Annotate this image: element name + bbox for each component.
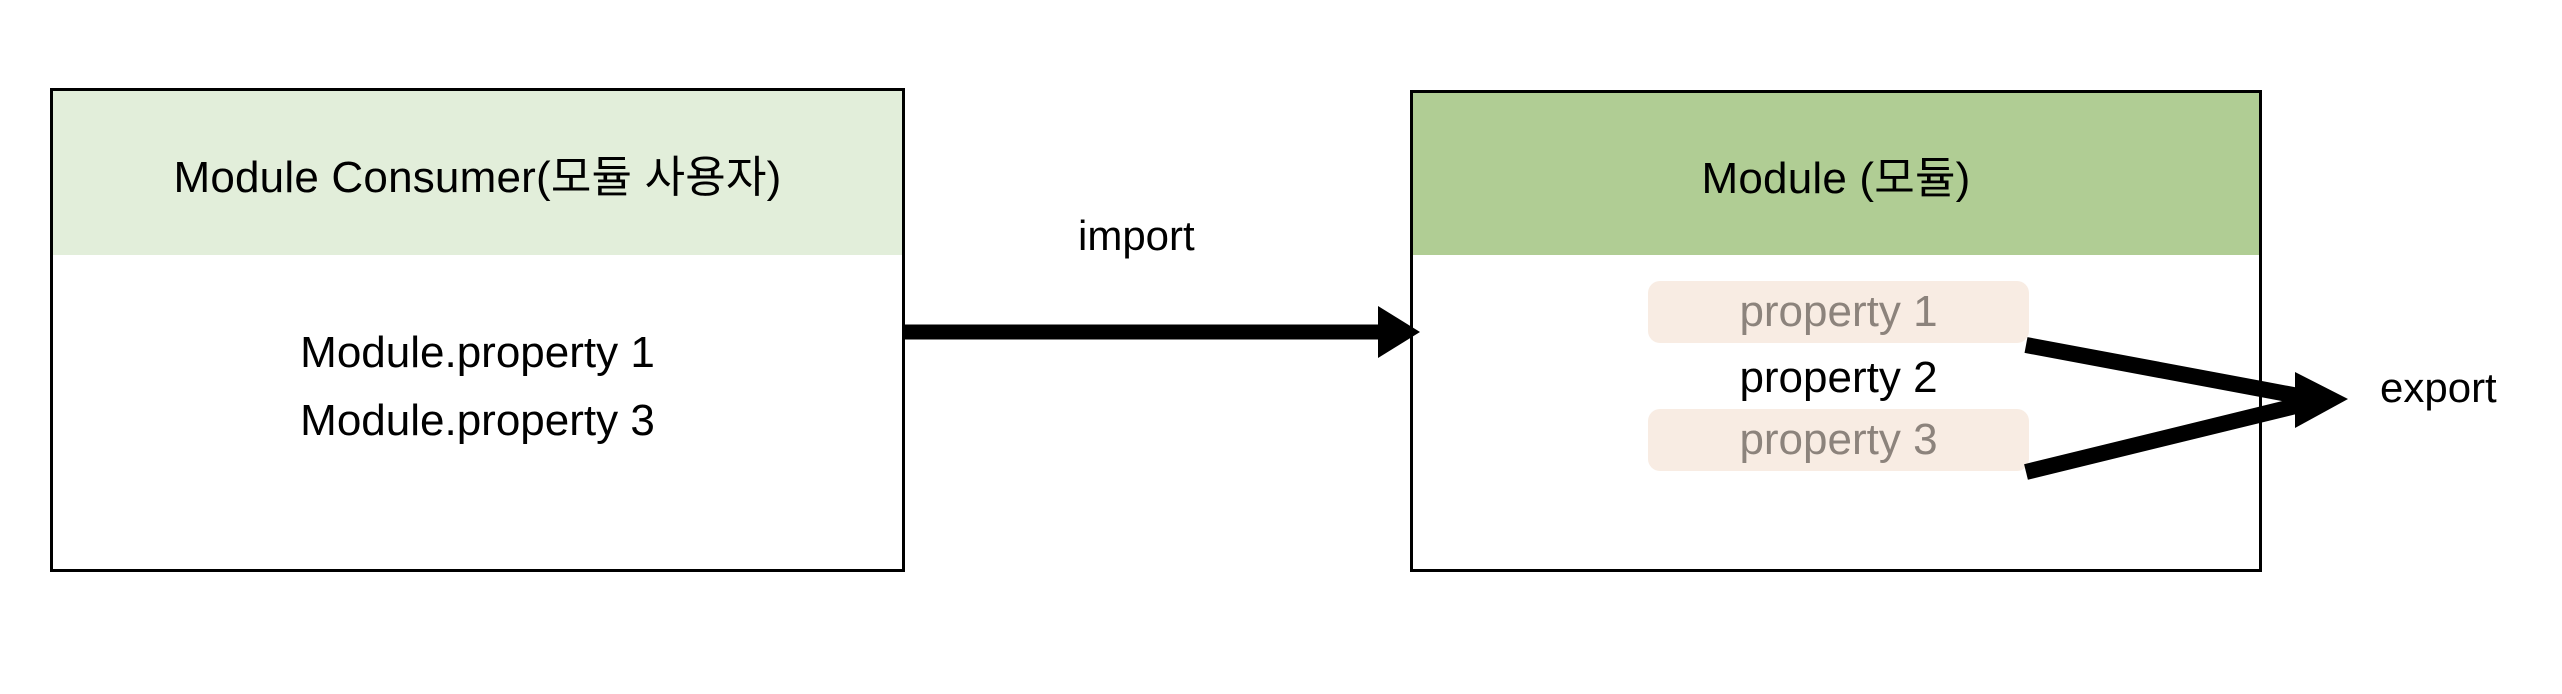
node-module-consumer-body: Module.property 1 Module.property 3 bbox=[53, 255, 902, 569]
node-module-consumer[interactable]: Module Consumer(모듈 사용자) Module.property … bbox=[50, 88, 905, 572]
node-module-consumer-header: Module Consumer(모듈 사용자) bbox=[53, 91, 902, 255]
property-label: property 2 bbox=[1739, 353, 1938, 402]
property-row-exported[interactable]: property 3 bbox=[1648, 409, 2029, 471]
import-edge-label: import bbox=[1078, 212, 1195, 259]
property-label: property 3 bbox=[1739, 415, 1938, 464]
property-row-private[interactable]: property 2 bbox=[1648, 347, 2029, 409]
import-arrow-icon bbox=[903, 306, 1420, 358]
export-edge-label: export bbox=[2380, 364, 2497, 411]
node-module[interactable]: Module (모듈) property 1 property 2 proper… bbox=[1410, 90, 2262, 572]
node-module-body: property 1 property 2 property 3 bbox=[1413, 255, 2259, 569]
node-module-header: Module (모듈) bbox=[1413, 93, 2259, 255]
property-row-exported[interactable]: property 1 bbox=[1648, 281, 2029, 343]
node-module-consumer-title: Module Consumer(모듈 사용자) bbox=[173, 153, 782, 202]
consumer-usage-line: Module.property 1 bbox=[300, 328, 655, 377]
consumer-usage-line: Module.property 3 bbox=[300, 396, 655, 445]
property-label: property 1 bbox=[1739, 287, 1938, 336]
node-module-title: Module (모듈) bbox=[1701, 154, 1971, 203]
